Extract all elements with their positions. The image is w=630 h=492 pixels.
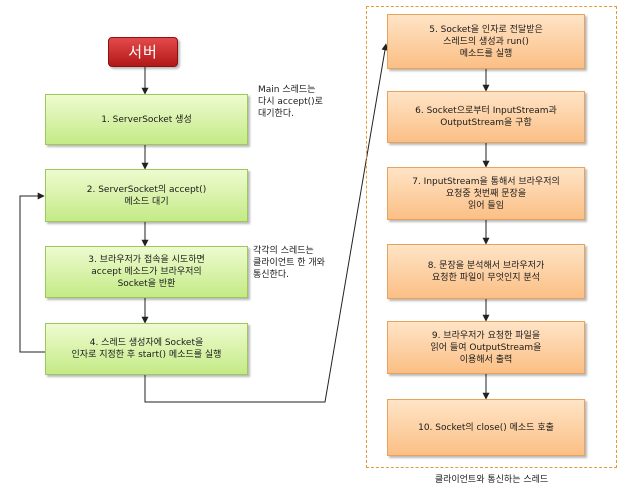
thread-group-caption: 클라이언트와 통신하는 스레드	[434, 475, 549, 485]
main-step-4: 4. 스레드 생성자에 Socket을 인자로 지정한 후 start() 메소…	[45, 323, 248, 375]
thread-step-5: 5. Socket을 인자로 전달받은 스레드의 생성과 run() 메소드를 …	[387, 14, 585, 69]
server-label: 서버	[108, 37, 178, 67]
thread-step-9: 9. 브라우저가 요청한 파일을 읽어 들여 OutputStream을 이용해…	[387, 321, 585, 374]
client-thread-group	[366, 6, 617, 468]
thread-step-6: 6. Socket으로부터 InputStream과 OutputStream을…	[387, 91, 585, 143]
main-step-1: 1. ServerSocket 생성	[45, 94, 248, 145]
each-thread-note: 각각의 스레드는 클라이언트 한 개와 통신한다.	[253, 246, 325, 280]
main-step-3: 3. 브라우저가 접속을 시도하면 accept 메소드가 브라우저의 Sock…	[45, 246, 248, 298]
main-thread-note: Main 스레드는 다시 accept()로 대기한다.	[258, 85, 323, 119]
thread-step-7: 7. InputStream을 통해서 브라우저의 요청중 첫번째 문장을 읽어…	[387, 167, 585, 220]
main-step-2: 2. ServerSocket의 accept() 메소드 대기	[45, 169, 248, 222]
arrow-step-4-to-step-5	[144, 43, 389, 403]
arrow-loop-step-4-to-step-2	[19, 192, 45, 353]
thread-step-10: 10. Socket의 close() 메소드 호출	[387, 399, 585, 456]
thread-step-8: 8. 문장을 분석해서 브라우저가 요청한 파일이 무엇인지 분석	[387, 244, 585, 299]
